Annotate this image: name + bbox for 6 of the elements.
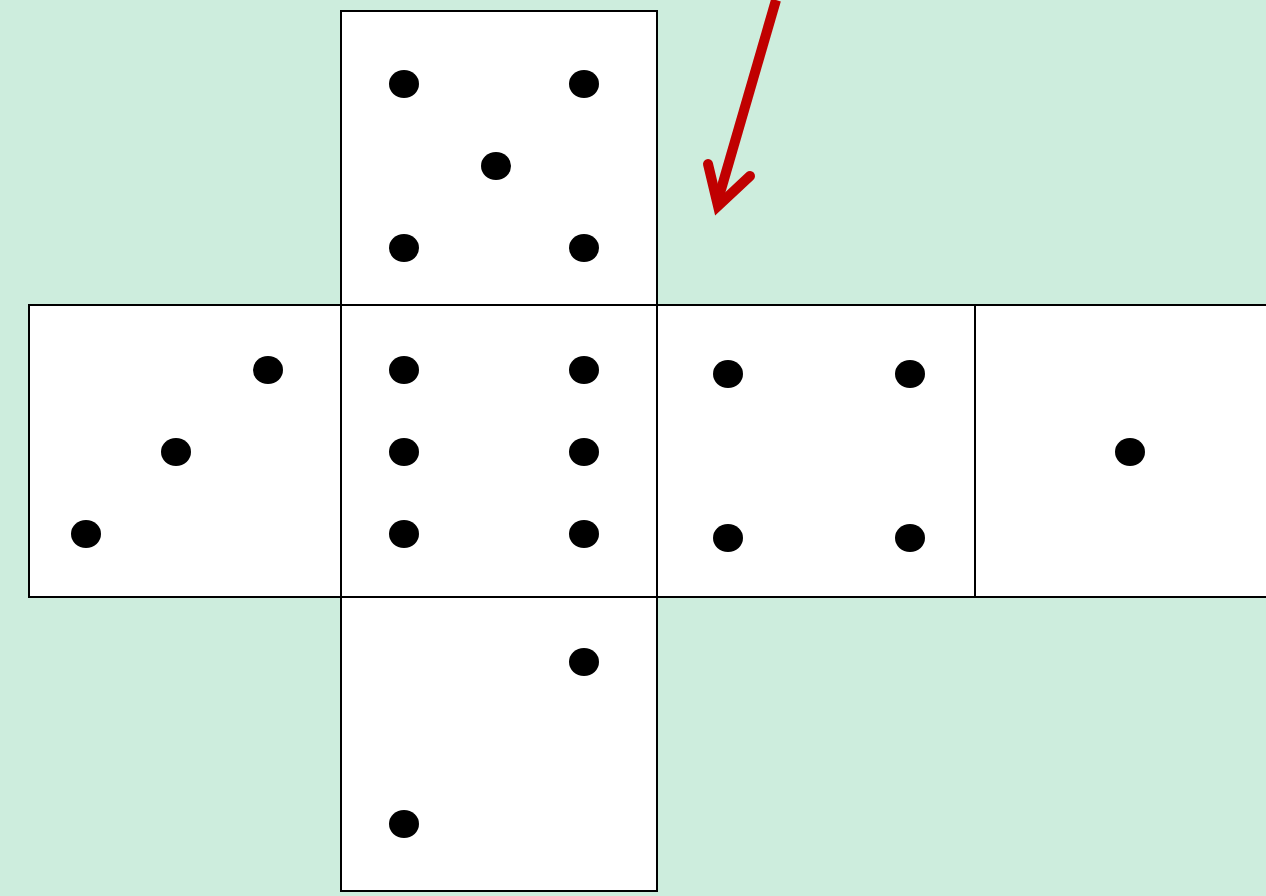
die-face bbox=[656, 304, 976, 598]
die-face bbox=[974, 304, 1266, 598]
die-face bbox=[28, 304, 342, 598]
die-face bbox=[340, 10, 658, 306]
die-face bbox=[340, 596, 658, 892]
die-face bbox=[340, 304, 658, 598]
